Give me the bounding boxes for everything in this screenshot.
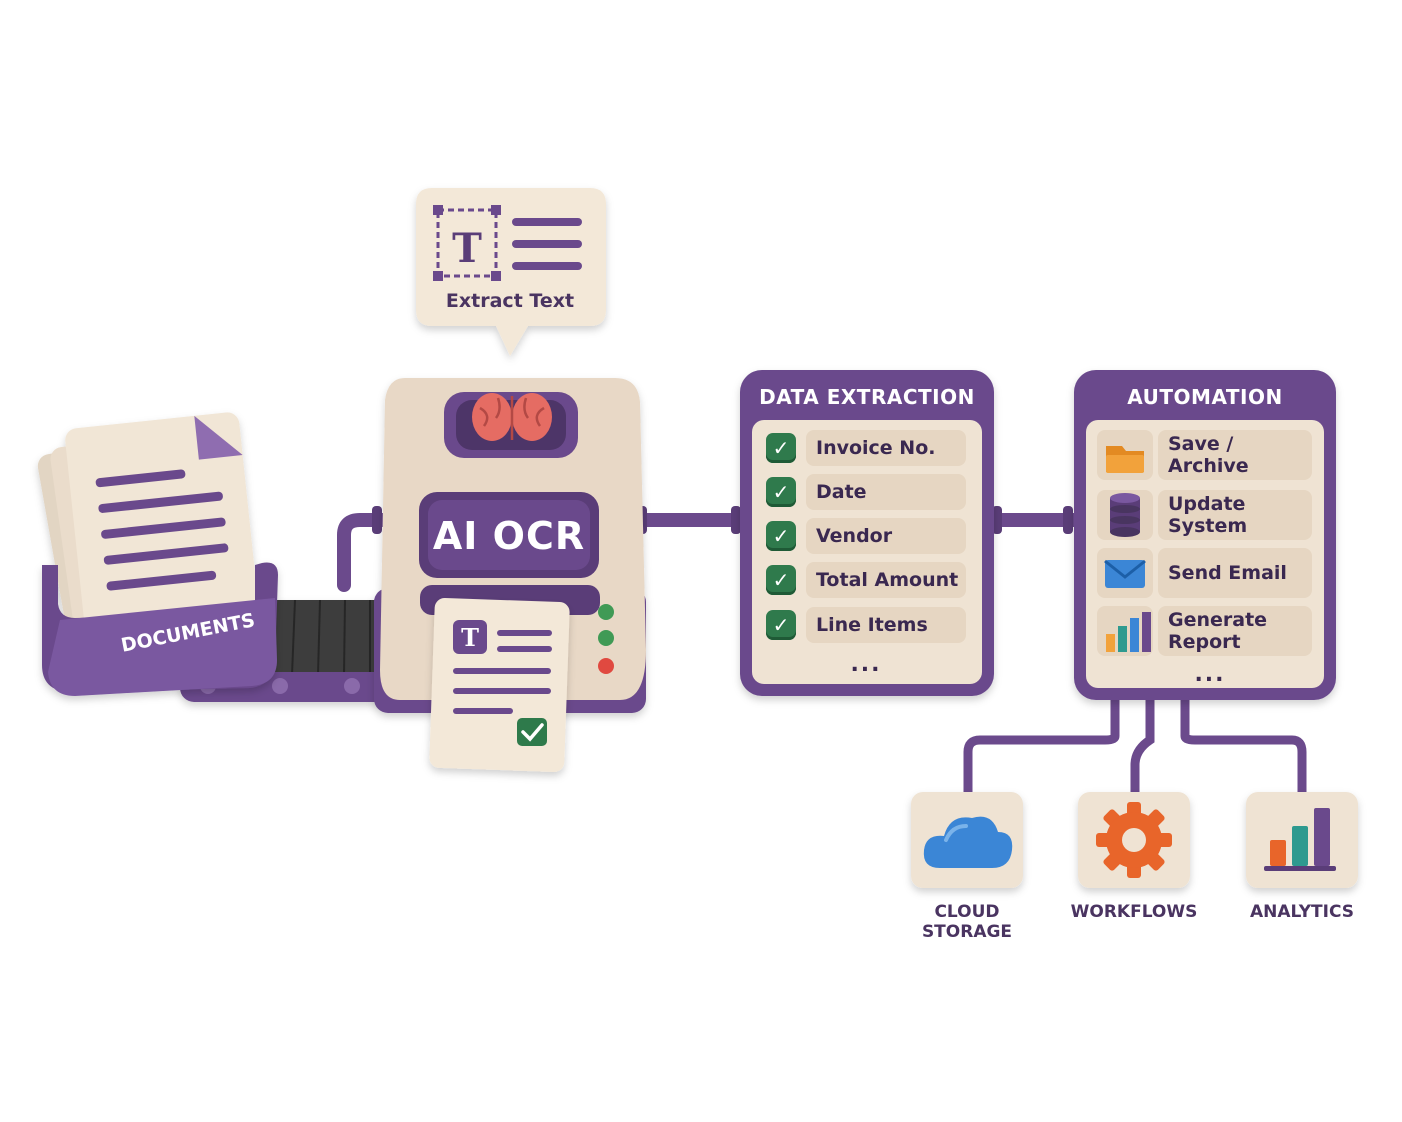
extraction-item-invoice: Invoice No. — [816, 437, 936, 459]
connector-pipes — [337, 513, 1307, 799]
printed-page: T — [429, 598, 570, 772]
text-select-icon: T — [433, 205, 501, 281]
cloud-storage-label: CLOUD STORAGE — [901, 902, 1033, 942]
analytics-label: ANALYTICS — [1250, 902, 1354, 922]
check-icon: ✓ — [766, 610, 796, 640]
cloud-storage-label-line1: CLOUD — [934, 902, 1000, 922]
automation-item-update: Update System — [1168, 493, 1248, 537]
automation-item-report: Generate Report — [1168, 609, 1268, 653]
data-extraction-panel — [740, 370, 994, 696]
workflows-label: WORKFLOWS — [1070, 902, 1198, 922]
check-icon: ✓ — [766, 433, 796, 463]
automation-title: AUTOMATION — [1127, 385, 1283, 409]
extraction-item-line-items: Line Items — [816, 614, 928, 636]
envelope-icon — [1104, 559, 1146, 588]
svg-text:T: T — [461, 623, 479, 652]
brain-icon — [472, 393, 552, 441]
extraction-more: ... — [850, 652, 882, 677]
svg-text:T: T — [452, 225, 482, 272]
extraction-item-total: Total Amount — [816, 569, 959, 591]
cloud-storage-label-line2: STORAGE — [921, 922, 1013, 942]
extraction-item-vendor: Vendor — [816, 525, 893, 547]
ai-ocr-label: AI OCR — [432, 514, 586, 558]
extraction-item-date: Date — [816, 481, 867, 503]
document-stack-icon — [37, 412, 259, 652]
cloud-icon — [923, 816, 1013, 868]
automation-item-save: Save / Archive — [1168, 433, 1249, 477]
database-icon — [1110, 493, 1140, 537]
extract-text-bubble: T — [416, 188, 606, 356]
destination-tiles — [911, 792, 1358, 888]
extract-text-label: Extract Text — [445, 290, 575, 312]
automation-item-email: Send Email — [1168, 562, 1287, 584]
bar-chart-icon — [1106, 612, 1151, 652]
gear-icon — [1096, 802, 1172, 878]
check-icon: ✓ — [766, 565, 796, 595]
folder-icon — [1106, 446, 1144, 473]
check-icon: ✓ — [766, 477, 796, 507]
automation-panel — [1074, 370, 1336, 700]
automation-more: ... — [1194, 662, 1226, 687]
analytics-icon — [1264, 808, 1336, 871]
check-icon: ✓ — [766, 521, 796, 551]
documents-tray — [37, 412, 278, 696]
data-extraction-title: DATA EXTRACTION — [759, 385, 975, 409]
